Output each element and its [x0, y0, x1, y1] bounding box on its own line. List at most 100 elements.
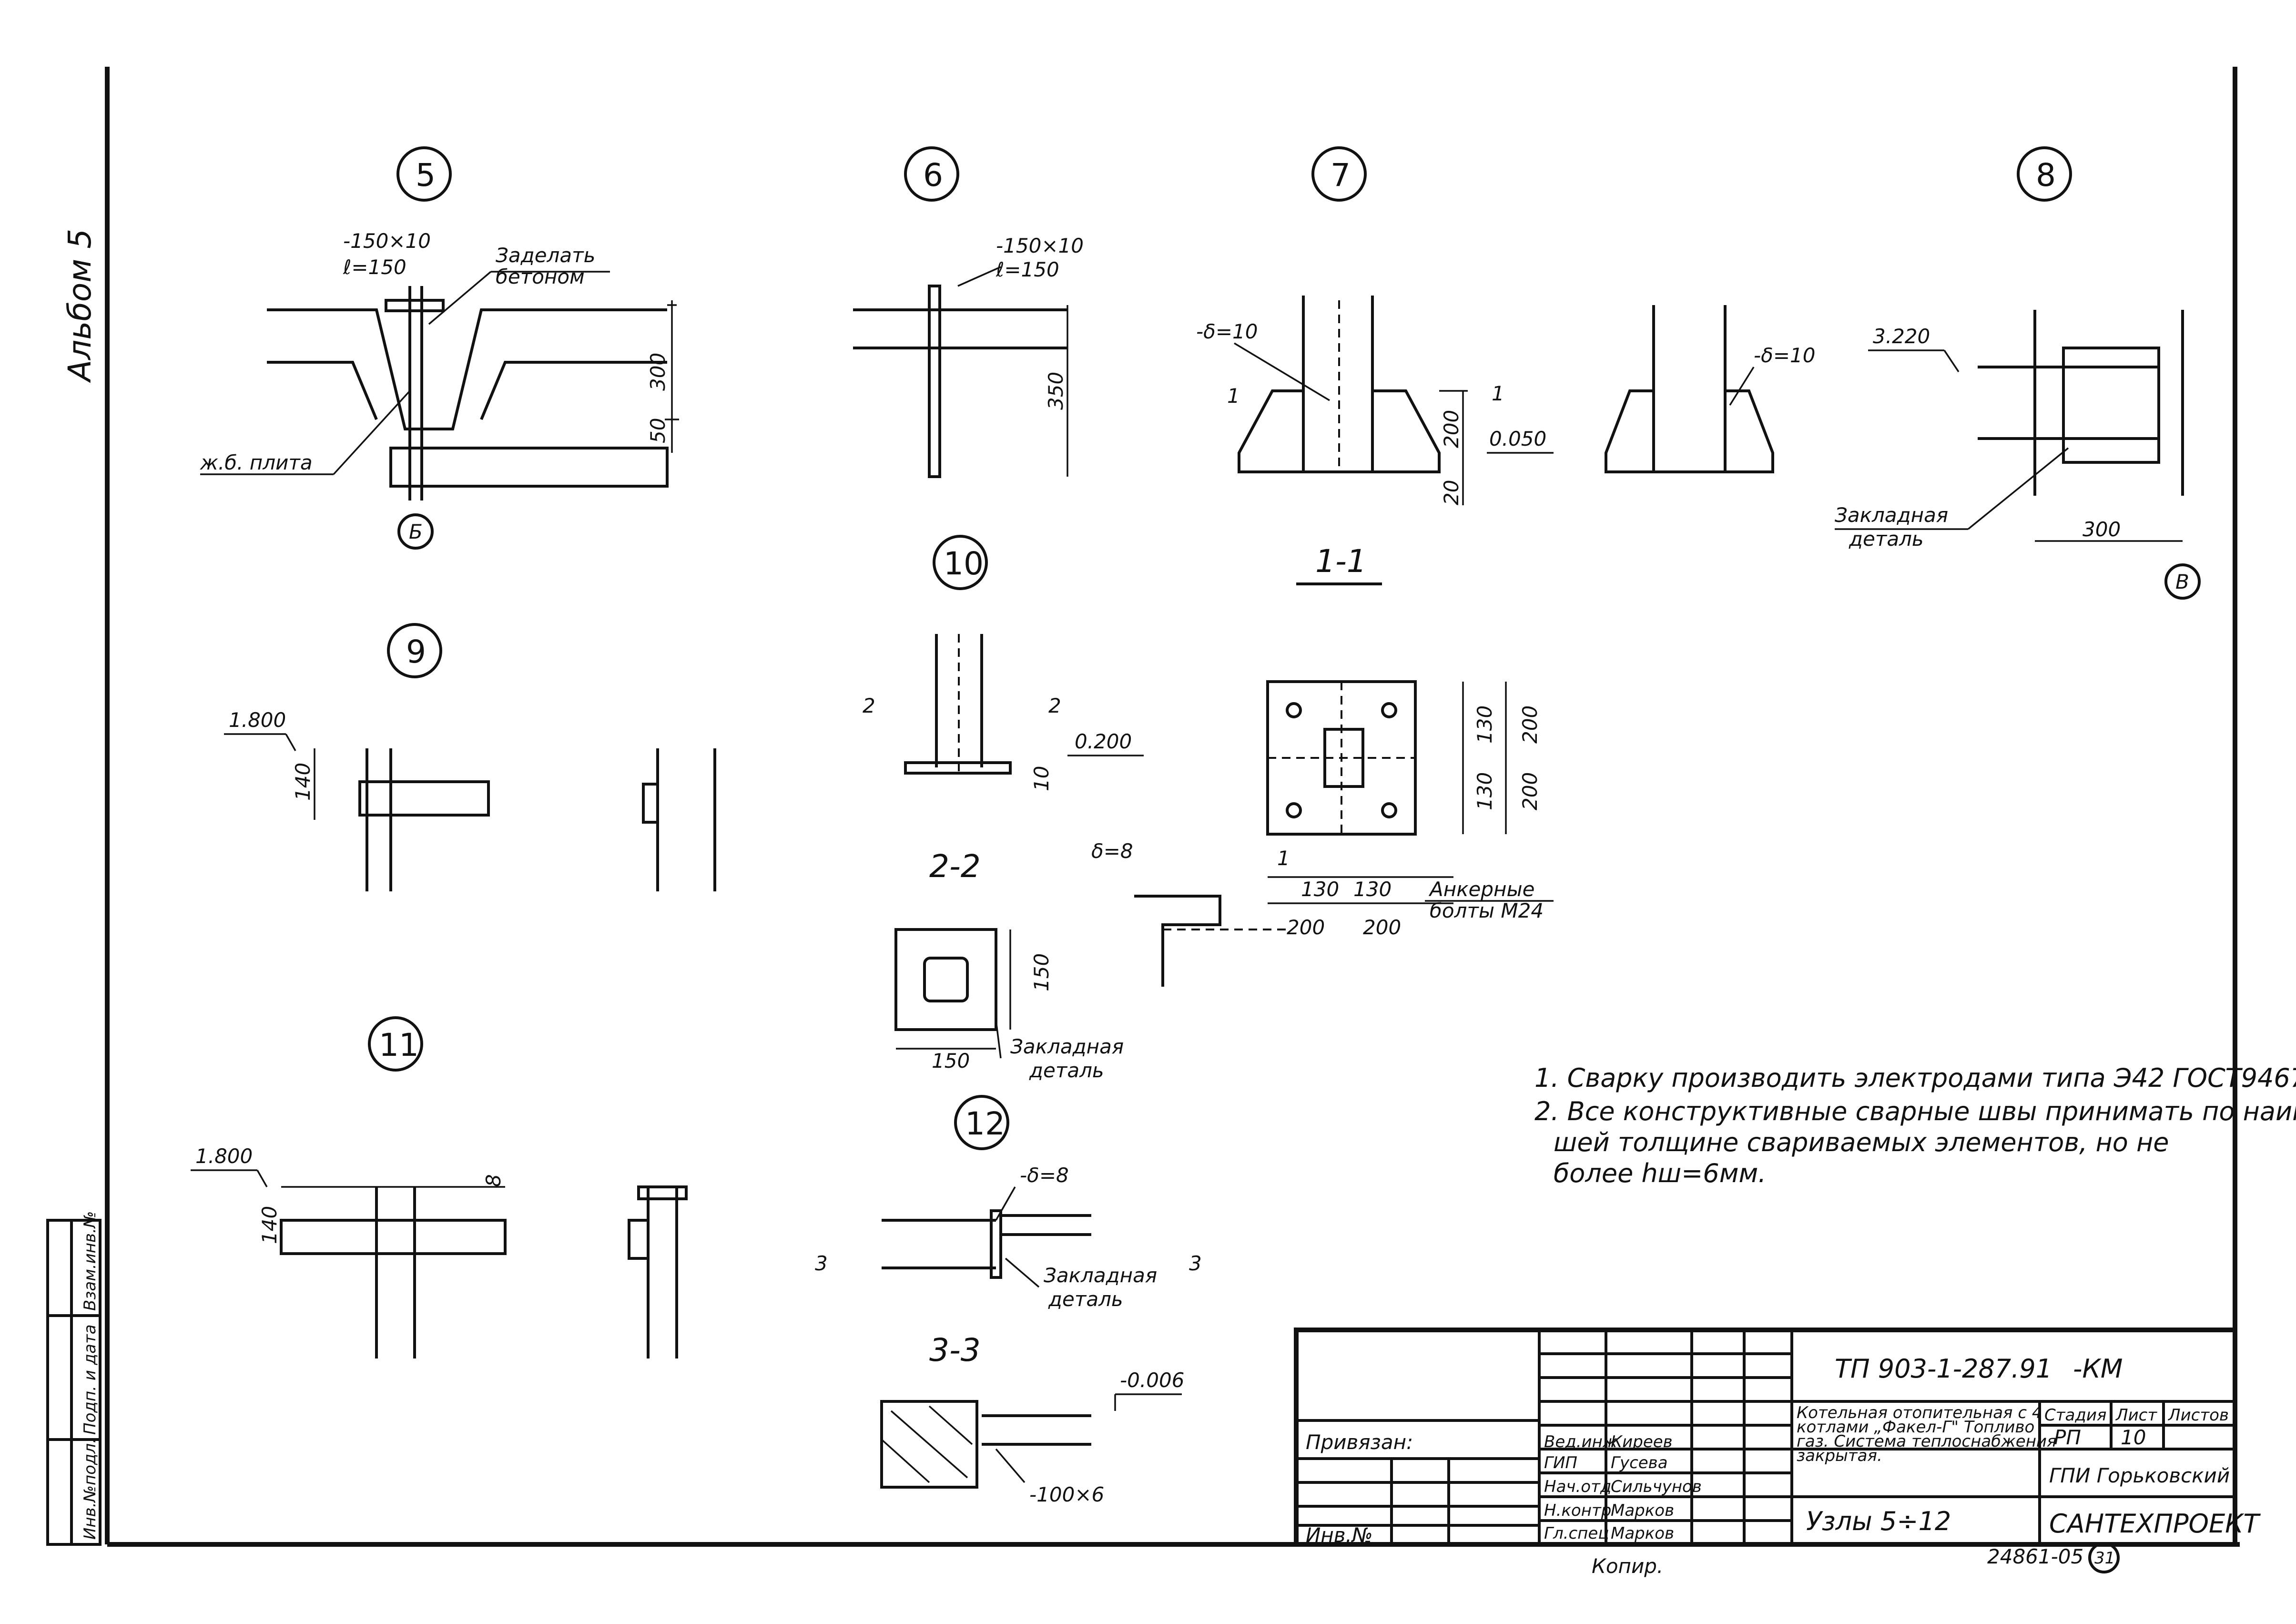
node-9-elev: 1.800 — [229, 708, 286, 732]
node-8-number: 8 — [2036, 157, 2056, 194]
name-0: Гусева — [1611, 1453, 1668, 1472]
name-4: Киреев — [1611, 1432, 1673, 1451]
node-7-elev: 0.050 — [1489, 427, 1546, 450]
description-line-4: закрытая. — [1797, 1446, 1882, 1465]
node-5-note-1: Заделать — [496, 244, 595, 267]
node-5-plate: -150×10 — [343, 229, 431, 253]
node-10-delta: δ=8 — [1091, 839, 1133, 863]
node-5-slab-label: ж.б. плита — [200, 451, 313, 474]
section-2-2-dim-150-h: 150 — [932, 1049, 970, 1072]
sheet-label: Лист — [2115, 1406, 2157, 1425]
node-8-detail-1: Закладная — [1835, 503, 1948, 527]
title-block: Привязан: Инв.№ ТП 903-1-287.91 -КМ Коте… — [1294, 1328, 2261, 1578]
node-8-axis: В — [2175, 570, 2189, 593]
section-1-1-dim-200b: 200 — [1363, 916, 1401, 939]
node-5-number: 5 — [416, 157, 436, 194]
archive-no: 24861-05 — [1987, 1545, 2083, 1568]
node-11-dim-140: 140 — [258, 1206, 281, 1244]
page-no: 31 — [2094, 1549, 2115, 1568]
node-12: 12 -δ=8 3 3 Закладная деталь — [815, 1095, 1202, 1311]
node-8-dim-300: 300 — [2083, 518, 2121, 541]
node-9: 9 1.800 140 — [224, 623, 716, 891]
node-10-dim-10: 10 — [1030, 766, 1053, 791]
node-12-number: 12 — [965, 1105, 1005, 1142]
section-3-3-elev: -0.006 — [1120, 1369, 1184, 1392]
stage-value: РП — [2054, 1426, 2081, 1449]
album-label: Альбом 5 — [61, 229, 98, 383]
sheet-title: Узлы 5÷12 — [1806, 1506, 1951, 1536]
node-8-detail-2: деталь — [1849, 527, 1924, 551]
role-3: Гл.спец — [1544, 1524, 1609, 1543]
node-5-note-2: бетоном — [496, 265, 585, 288]
section-1-1: 1-1 1 130 130 200 200 Анкерные болты М24… — [1266, 543, 1554, 939]
node-12-detail-2: деталь — [1048, 1287, 1123, 1311]
node-9-dim-140: 140 — [291, 763, 315, 801]
node-11-number: 11 — [379, 1027, 419, 1063]
node-10-number: 10 — [944, 545, 984, 582]
section-2-2: 2-2 150 150 Закладная деталь — [894, 848, 1124, 1082]
node-7-delta: -δ=10 — [1196, 320, 1258, 343]
node-7-dim-20: 20 — [1440, 480, 1463, 505]
kopiroval-label: Копир. — [1592, 1554, 1663, 1578]
node-12-mark-right: 3 — [1189, 1252, 1202, 1275]
stamp-replace: Взам.инв.№ — [81, 1211, 100, 1311]
description-line-2: котлами „Факел-Г" Топливо — [1797, 1418, 2034, 1437]
description-line-1: Котельная отопительная с 4 — [1797, 1403, 2042, 1422]
node-11: 11 1.800 140 8 — [191, 1016, 688, 1358]
privyazan-label: Привязан: — [1306, 1430, 1413, 1454]
node-5-dim-50: 50 — [646, 418, 670, 443]
node-5-length: ℓ=150 — [343, 255, 406, 279]
node-11-elev: 1.800 — [195, 1144, 253, 1168]
node-10-mark-right: 2 — [1048, 694, 1061, 717]
section-1-1-dim-130b: 130 — [1353, 878, 1392, 901]
sheet-value: 10 — [2121, 1426, 2146, 1449]
node-8: 8 3.220 Закладная деталь 300 В — [1835, 146, 2201, 600]
section-3-3: 3-3 -0.006 -100×6 — [880, 1332, 1184, 1506]
name-3: Марков — [1611, 1524, 1674, 1543]
node-6: 6 -150×10 ℓ=150 350 — [853, 146, 1084, 478]
section-1-1-bolts-1: Анкерные — [1428, 878, 1535, 901]
node-6-number: 6 — [923, 157, 943, 194]
role-4: Вед.инж — [1544, 1432, 1617, 1451]
section-1-1-h-130b: 130 — [1473, 772, 1496, 810]
stage-label: Стадия — [2044, 1406, 2106, 1425]
inv-label: Инв.№ — [1306, 1523, 1373, 1547]
node-7-dim-200: 200 — [1440, 410, 1463, 448]
node-5: 5 -150×10 ℓ=150 Заделать бетоном 300 50 … — [200, 146, 679, 550]
section-1-1-dim-130a: 130 — [1301, 878, 1339, 901]
name-2: Марков — [1611, 1501, 1674, 1520]
node-7-delta-right: -δ=10 — [1754, 344, 1816, 367]
org-line-2: САНТЕХПРОЕКТ — [2049, 1509, 2261, 1539]
org-line-1: ГПИ Горьковский — [2049, 1464, 2230, 1487]
node-12-delta: -δ=8 — [1020, 1164, 1069, 1187]
name-1: Сильчунов — [1611, 1477, 1702, 1496]
section-2-2-title: 2-2 — [929, 848, 981, 885]
sheets-label: Листов — [2167, 1406, 2229, 1425]
node-9-number: 9 — [406, 633, 426, 670]
sheet-frame — [105, 67, 2240, 1547]
section-2-2-detail-2: деталь — [1029, 1059, 1104, 1082]
section-1-1-dim-200a: 200 — [1287, 916, 1325, 939]
note-2-line-3: более hш=6мм. — [1554, 1158, 1766, 1188]
node-6-dim-350: 350 — [1044, 372, 1067, 410]
stamp-sign: Подп. и дата — [81, 1324, 100, 1435]
section-1-1-bolts-2: болты М24 — [1430, 899, 1544, 922]
node-10-elev: 0.200 — [1075, 730, 1132, 753]
node-5-dim-300: 300 — [646, 353, 670, 391]
note-2-line-1: 2. Все конструктивные сварные швы приним… — [1534, 1096, 2296, 1126]
side-stamp: Инв.№подл. Подп. и дата Взам.инв.№ — [46, 1211, 102, 1546]
stamp-inv: Инв.№подл. — [81, 1438, 100, 1540]
general-notes: 1. Сварку производить электродами типа Э… — [1534, 1063, 2296, 1188]
node-12-mark-left: 3 — [815, 1252, 828, 1275]
node-10: 10 2 2 0.200 10 δ=8 — [863, 535, 1287, 987]
section-1-1-title: 1-1 — [1315, 543, 1367, 580]
section-2-2-detail-1: Закладная — [1010, 1035, 1124, 1058]
node-10-mark-left: 2 — [863, 694, 875, 717]
node-12-detail-1: Закладная — [1044, 1264, 1157, 1287]
node-11-dim-8: 8 — [482, 1174, 505, 1187]
section-3-3-title: 3-3 — [929, 1332, 981, 1369]
node-7-number: 7 — [1331, 157, 1351, 194]
node-6-plate: -150×10 — [996, 234, 1084, 257]
node-5-axis: Б — [409, 520, 423, 543]
